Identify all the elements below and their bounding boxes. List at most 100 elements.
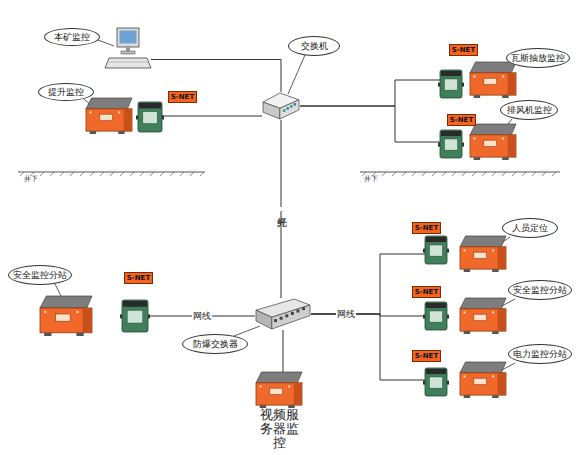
module-port — [438, 143, 440, 147]
edge-label: 网线 — [336, 308, 356, 321]
module-tag: S-NET — [124, 272, 153, 284]
device-lid — [460, 236, 506, 247]
connector-layer — [148, 60, 440, 381]
module-body — [440, 70, 462, 98]
monitor-station: 瓦斯抽放监控S-NET — [440, 62, 516, 98]
node-illustration — [425, 298, 506, 334]
module-cap — [441, 131, 461, 136]
callout-label: 防爆交换器 — [182, 334, 248, 354]
device-bolt — [118, 111, 120, 113]
monitor-base — [121, 51, 135, 54]
monitor-station: 人员定位S-NET — [425, 236, 506, 272]
callout-tail — [234, 326, 260, 336]
node-illustration — [425, 362, 506, 398]
device-foot — [474, 157, 480, 160]
switch-port — [280, 317, 283, 320]
node-illustration — [103, 28, 151, 70]
switch-port — [290, 105, 293, 108]
node-illustration — [255, 298, 311, 330]
monitor-frame — [117, 28, 139, 47]
node-illustration — [440, 62, 516, 98]
module-port — [447, 315, 449, 319]
connector — [300, 80, 440, 106]
device-foot — [44, 333, 51, 336]
connector — [311, 254, 425, 314]
node-illustration — [440, 124, 516, 160]
ground-hatch — [362, 172, 556, 176]
switch-port — [283, 109, 286, 112]
device-lid — [460, 298, 506, 309]
device-body — [460, 309, 506, 331]
device-caption: 视频服务器监控 — [256, 408, 302, 454]
device-bolt — [288, 385, 290, 387]
monitor-station: 安全监控分站S-NET — [40, 296, 148, 336]
device-window — [56, 314, 71, 321]
device-window — [484, 140, 497, 146]
monitor-screen — [120, 31, 137, 44]
device-side — [498, 373, 506, 395]
device-foot — [464, 395, 470, 398]
module-body — [122, 300, 148, 332]
annotation: 井下 — [24, 174, 38, 184]
module-port — [462, 143, 464, 147]
device-side — [498, 309, 506, 331]
callout-tails — [55, 40, 515, 370]
ground-line — [360, 172, 560, 173]
callout-label: 本矿监控 — [44, 28, 100, 46]
device-foot — [502, 157, 508, 160]
device-bolt — [76, 311, 78, 313]
device-window — [474, 314, 487, 320]
switch-front — [256, 310, 272, 329]
device-foot — [492, 269, 498, 272]
device-bolt — [492, 249, 494, 251]
device-lid — [460, 362, 506, 373]
switch-side — [280, 100, 299, 119]
callout-label: 排风机监控 — [500, 100, 558, 120]
module-body — [138, 102, 162, 132]
module-port — [423, 381, 425, 385]
device-foot — [118, 131, 124, 134]
module-tag: S-NET — [449, 44, 478, 56]
device-bolt — [463, 311, 465, 313]
device-lid — [470, 62, 516, 73]
device-side — [124, 109, 132, 131]
node-illustration — [40, 296, 148, 336]
module-cap — [123, 301, 147, 307]
device-side — [83, 308, 92, 333]
device-lid — [470, 124, 516, 135]
device-window — [100, 114, 113, 120]
module-panel — [127, 310, 143, 323]
connector — [283, 330, 284, 372]
device-foot — [492, 395, 498, 398]
switch-port — [286, 107, 289, 110]
device-body — [470, 73, 516, 95]
module-port — [136, 116, 138, 120]
device-bolt — [259, 385, 261, 387]
device-foot — [464, 331, 470, 334]
module-tag: S-NET — [412, 222, 441, 234]
switch-port — [291, 312, 294, 315]
module-port — [447, 381, 449, 385]
callout-label: 交换机 — [288, 36, 340, 56]
connector — [162, 116, 262, 117]
ground-lines — [18, 172, 560, 176]
callout-label: 安全监控分站 — [8, 265, 72, 285]
device-lid — [86, 98, 132, 109]
callout-label: 提升监控 — [38, 83, 94, 101]
module-tag: S-NET — [412, 350, 441, 362]
switch-node: 交换机 — [262, 92, 300, 120]
node-illustration — [425, 236, 506, 272]
device-foot — [502, 95, 508, 98]
module-panel — [444, 79, 457, 90]
callout-tail — [288, 55, 305, 94]
device-bolt — [502, 137, 504, 139]
video-server: 视频服务器监控 — [256, 372, 302, 408]
device-foot — [90, 131, 96, 134]
device-body — [40, 308, 92, 333]
device-body — [460, 247, 506, 269]
switch-front — [263, 102, 280, 119]
device-foot — [492, 331, 498, 334]
keyboard — [105, 58, 151, 68]
device-window — [270, 388, 283, 394]
device-bolt — [463, 249, 465, 251]
